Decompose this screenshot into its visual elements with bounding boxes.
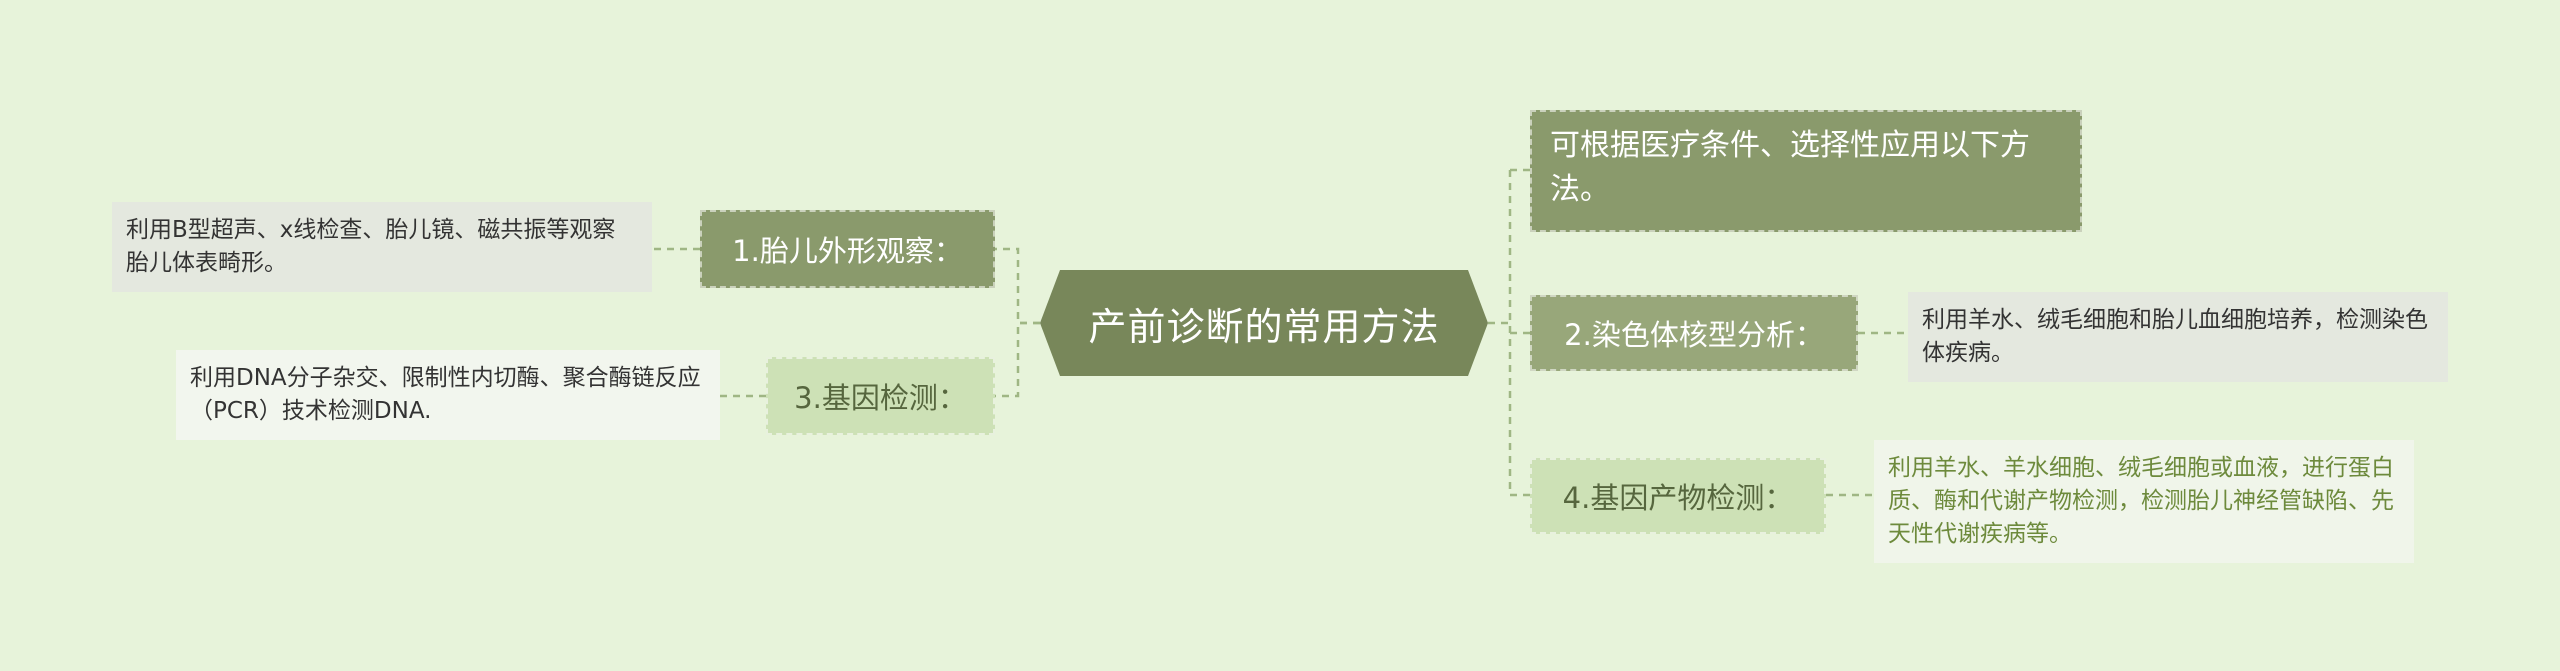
connector-center-branch1 — [995, 247, 1040, 325]
leaf-karyotype-analysis-text: 利用羊水、绒毛细胞和胎儿血细胞培养，检测染色体疾病。 — [1922, 307, 2428, 366]
leaf-gene-product-testing-text: 利用羊水、羊水细胞、绒毛细胞或血液，进行蛋白质、酶和代谢产物检测，检测胎儿神经管… — [1888, 455, 2394, 547]
branch-fetal-appearance-label: 1.胎儿外形观察： — [732, 234, 963, 268]
branch-intro[interactable]: 可根据医疗条件、选择性应用以下方法。 — [1530, 110, 2082, 232]
branch-gene-testing-label: 3.基因检测： — [794, 381, 967, 415]
leaf-gene-testing[interactable]: 利用DNA分子杂交、限制性内切酶、聚合酶链反应（PCR）技术检测DNA. — [176, 350, 720, 440]
branch-gene-product-testing[interactable]: 4.基因产物检测： — [1530, 458, 1826, 534]
branch-karyotype-analysis[interactable]: 2.染色体核型分析： — [1530, 295, 1858, 371]
leaf-gene-product-testing[interactable]: 利用羊水、羊水细胞、绒毛细胞或血液，进行蛋白质、酶和代谢产物检测，检测胎儿神经管… — [1874, 440, 2414, 563]
leaf-karyotype-analysis[interactable]: 利用羊水、绒毛细胞和胎儿血细胞培养，检测染色体疾病。 — [1908, 292, 2448, 382]
branch-fetal-appearance[interactable]: 1.胎儿外形观察： — [700, 210, 995, 288]
branch-intro-label: 可根据医疗条件、选择性应用以下方法。 — [1550, 128, 2030, 207]
branch-gene-product-testing-label: 4.基因产物检测： — [1562, 481, 1794, 515]
leaf-gene-testing-text: 利用DNA分子杂交、限制性内切酶、聚合酶链反应（PCR）技术检测DNA. — [190, 365, 701, 424]
branch-karyotype-analysis-label: 2.染色体核型分析： — [1564, 318, 1824, 352]
leaf-fetal-appearance-text: 利用B型超声、x线检查、胎儿镜、磁共振等观察胎儿体表畸形。 — [126, 217, 616, 276]
central-topic-label: 产前诊断的常用方法 — [1088, 304, 1440, 349]
connector-center-branch3 — [995, 321, 1040, 398]
central-topic[interactable]: 产前诊断的常用方法 — [1040, 270, 1488, 376]
leaf-fetal-appearance[interactable]: 利用B型超声、x线检查、胎儿镜、磁共振等观察胎儿体表畸形。 — [112, 202, 652, 292]
branch-gene-testing[interactable]: 3.基因检测： — [766, 357, 995, 435]
